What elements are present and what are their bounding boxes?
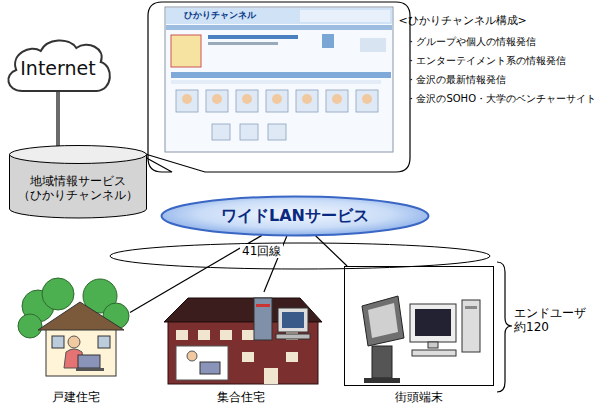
server-cylinder: 地域情報サービス （ひかりチャンネル） — [9, 145, 147, 219]
terminal-node: 街頭端末 — [344, 266, 494, 404]
list-item: ・金沢の最新情報発信 — [406, 74, 506, 86]
node-text: 戸建住宅 — [52, 390, 100, 404]
speech-bubble — [132, 2, 410, 172]
apartment-illustration — [164, 298, 322, 384]
ellipse-shape — [162, 197, 429, 236]
house-node: 戸建住宅 — [22, 284, 130, 404]
node-text: Internet — [20, 57, 95, 80]
connector — [56, 91, 60, 148]
kiosk-illustration — [362, 296, 480, 383]
network-ellipse: ワイドLANサービス — [160, 195, 430, 237]
connector — [316, 236, 348, 266]
list-item: ・エンターテイメント系の情報発信 — [406, 55, 566, 67]
node-text: ワイドLANサービス — [221, 206, 369, 225]
house-illustration — [18, 278, 129, 376]
line-count: 41回線 — [240, 244, 283, 258]
apartment-node: 集合住宅 — [158, 292, 324, 404]
bracket — [497, 262, 512, 392]
line-bundle-ring — [110, 243, 490, 269]
cloud-shape — [8, 40, 109, 91]
node-text: 街頭端末 — [395, 390, 443, 404]
site-logo: ひかりチャンネル — [184, 10, 256, 21]
terminal-node-outline — [344, 266, 494, 404]
list-item: ・グループや個人の情報発信 — [406, 36, 536, 48]
cylinder-cap — [10, 146, 147, 164]
list-heading: <ひかりチャンネル構成> — [398, 14, 526, 27]
end-user-count: エンドユーザ 約120 — [514, 306, 596, 335]
internet-cloud: Internet — [2, 36, 114, 94]
node-text: 地域情報サービス （ひかりチャンネル） — [9, 175, 147, 203]
terminal-frame — [345, 267, 494, 386]
node-text: 集合住宅 — [217, 390, 265, 404]
list-item: ・金沢のSOHO・大学のベンチャーサイト — [406, 93, 596, 105]
